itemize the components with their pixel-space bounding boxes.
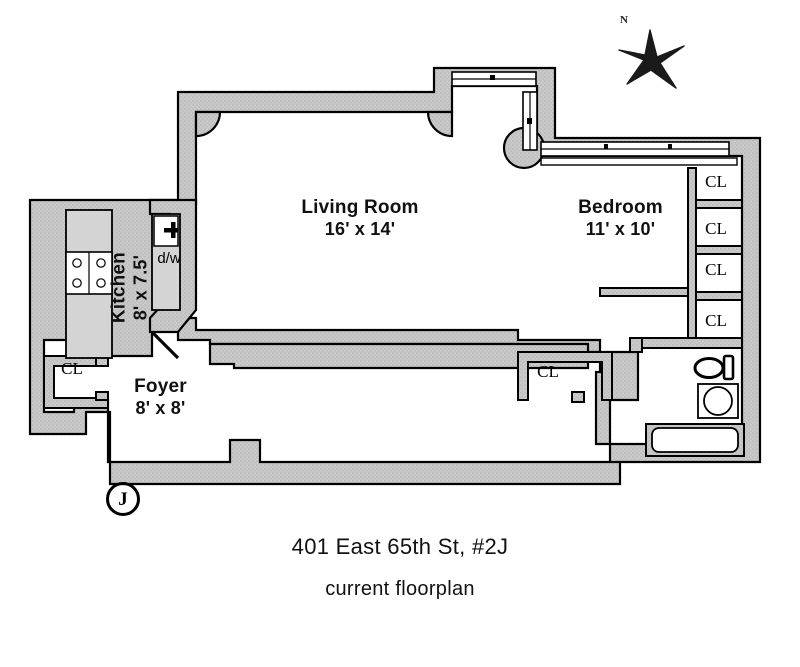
unit-marker-label: J [118,488,128,510]
room-dims-living-room: 16' x 14' [324,219,396,240]
entry-door [150,330,180,360]
room-label-living-room: Living Room 16' x 14' [300,196,420,241]
room-dims-foyer: 8' x 8' [135,398,186,419]
room-label-kitchen: Kitchen 8' x 7.5' [107,223,152,353]
room-name-kitchen: Kitchen [108,252,130,324]
closet-label-bedroom-4: CL [705,311,727,330]
hall-closet-walls [517,351,613,403]
room-name-living-room: Living Room [301,197,419,218]
room-label-foyer: Foyer 8' x 8' [108,375,213,420]
closet-label-bedroom-3: CL [705,260,727,279]
living-room-corner-rounds [194,110,546,170]
unit-marker: J [106,482,140,516]
closet-label-bedroom-1: CL [705,172,727,191]
living-room-south-wall [208,342,590,370]
room-dims-kitchen: 8' x 7.5' [130,254,151,321]
room-name-foyer: Foyer [134,376,187,397]
bathroom-fixtures [645,354,745,457]
living-room-window [451,71,537,87]
compass-star-icon [618,29,685,89]
closet-label-foyer: CL [61,359,83,378]
room-label-bedroom: Bedroom 11' x 10' [563,196,678,241]
bedroom-window [540,141,738,166]
page-title: 401 East 65th St, #2J [291,534,509,559]
room-name-bedroom: Bedroom [578,197,663,218]
kitchen-fixtures [65,209,181,359]
closet-label-hall: CL [537,362,559,381]
dishwasher-label: d/w [157,250,181,267]
bedroom-bath-divider [599,287,689,297]
bedroom-closet-walls [629,167,743,353]
title-block: 401 East 65th St, #2J current floorplan [0,534,800,601]
room-dims-bedroom: 11' x 10' [585,219,656,240]
closet-label-bedroom-2: CL [705,219,727,238]
compass-north-label: N [620,14,628,26]
living-room-side-window [522,91,538,151]
page-subtitle: current floorplan [325,578,475,600]
